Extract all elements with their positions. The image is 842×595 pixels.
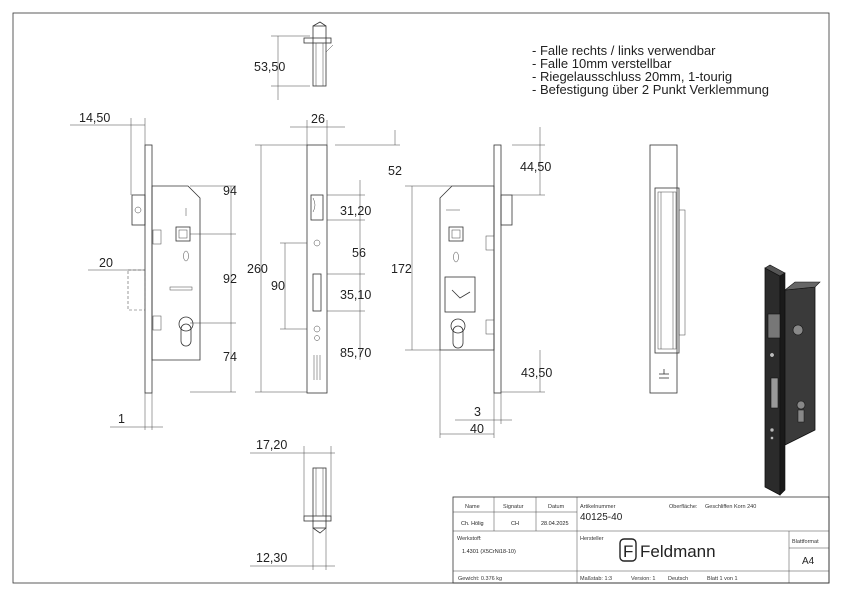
feldmann-logo-text: Feldmann [640,542,716,561]
dim-label-56: 56 [352,246,366,260]
sheet-frame [12,12,830,584]
tb-version: Version: 1 [631,576,655,582]
dim-label-17-20: 17,20 [256,438,287,452]
isometric-view [764,264,821,496]
tb-header-datum: Datum [548,504,565,510]
side-view-case-2: 44,50 172 43,50 3 40 [391,127,552,438]
dim-label-85-70: 85,70 [340,346,371,360]
tb-language: Deutsch [668,576,688,582]
tb-article-label: Artikelnummer [580,504,616,510]
tb-surface-value: Geschliffen Korn 240 [705,504,756,510]
tb-surface-label: Oberfläche: [669,504,698,510]
tb-material-label: Werkstoff: [457,536,482,542]
tb-header-signatur: Signatur [503,504,524,510]
dim-label-43-50: 43,50 [521,366,552,380]
dim-label-92: 92 [223,272,237,286]
tb-scale: Maßstab: 1:3 [580,576,612,582]
dim-label-172: 172 [391,262,412,276]
front-view-faceplate: 26 52 260 90 31,20 56 35,10 85,70 [247,112,402,394]
tb-weight: Gewicht: 0.376 kg [458,576,502,582]
dim-label-40: 40 [470,422,484,436]
dim-label-35-10: 35,10 [340,288,371,302]
bottom-view: 17,20 12,30 [250,438,335,570]
tb-format-label: Blattformat [792,539,819,545]
dim-label-20: 20 [99,256,113,270]
note-4: - Befestigung über 2 Punkt Verklemmung [532,82,769,97]
tb-sheet: Blatt 1 von 1 [707,576,738,582]
dim-label-44-50: 44,50 [520,160,551,174]
tb-header-name: Name [465,504,480,510]
top-view: 53,50 [254,21,334,100]
feldmann-logo-icon [619,538,637,562]
back-view [649,144,686,394]
dim-label-top-height: 53,50 [254,60,285,74]
feldmann-logo-mark: F [623,542,633,561]
dim-label-90: 90 [271,279,285,293]
notes-block: - Falle rechts / links verwendbar - Fall… [532,43,769,97]
dim-label-14-50: 14,50 [79,111,110,125]
side-view-case: 14,50 94 92 74 20 1 [70,111,237,430]
tb-material-value: 1.4301 (X5CrNi18-10) [462,549,516,555]
tb-article-value: 40125-40 [580,512,623,523]
tb-value-datum: 28.04.2025 [541,521,569,527]
tb-value-name: Ch. Hölig [461,521,484,527]
title-block: Name Signatur Datum Ch. Hölig CH 28.04.2… [452,496,830,584]
dim-label-26: 26 [311,112,325,126]
tb-value-signatur: CH [511,521,519,527]
dim-label-94: 94 [223,184,237,198]
dim-label-260: 260 [247,262,268,276]
tb-manufacturer-label: Hersteller [580,536,604,542]
dim-label-3: 3 [474,405,481,419]
dim-label-1: 1 [118,412,125,426]
dim-label-52: 52 [388,164,402,178]
dim-label-74: 74 [223,350,237,364]
note-1: - Falle rechts / links verwendbar [532,43,716,58]
note-3: - Riegelausschluss 20mm, 1-tourig [532,69,732,84]
feldmann-logo: F Feldmann [619,538,716,562]
dim-label-31-20: 31,20 [340,204,371,218]
dim-label-12-30: 12,30 [256,551,287,565]
tb-format-value: A4 [802,556,815,567]
note-2: - Falle 10mm verstellbar [532,56,672,71]
